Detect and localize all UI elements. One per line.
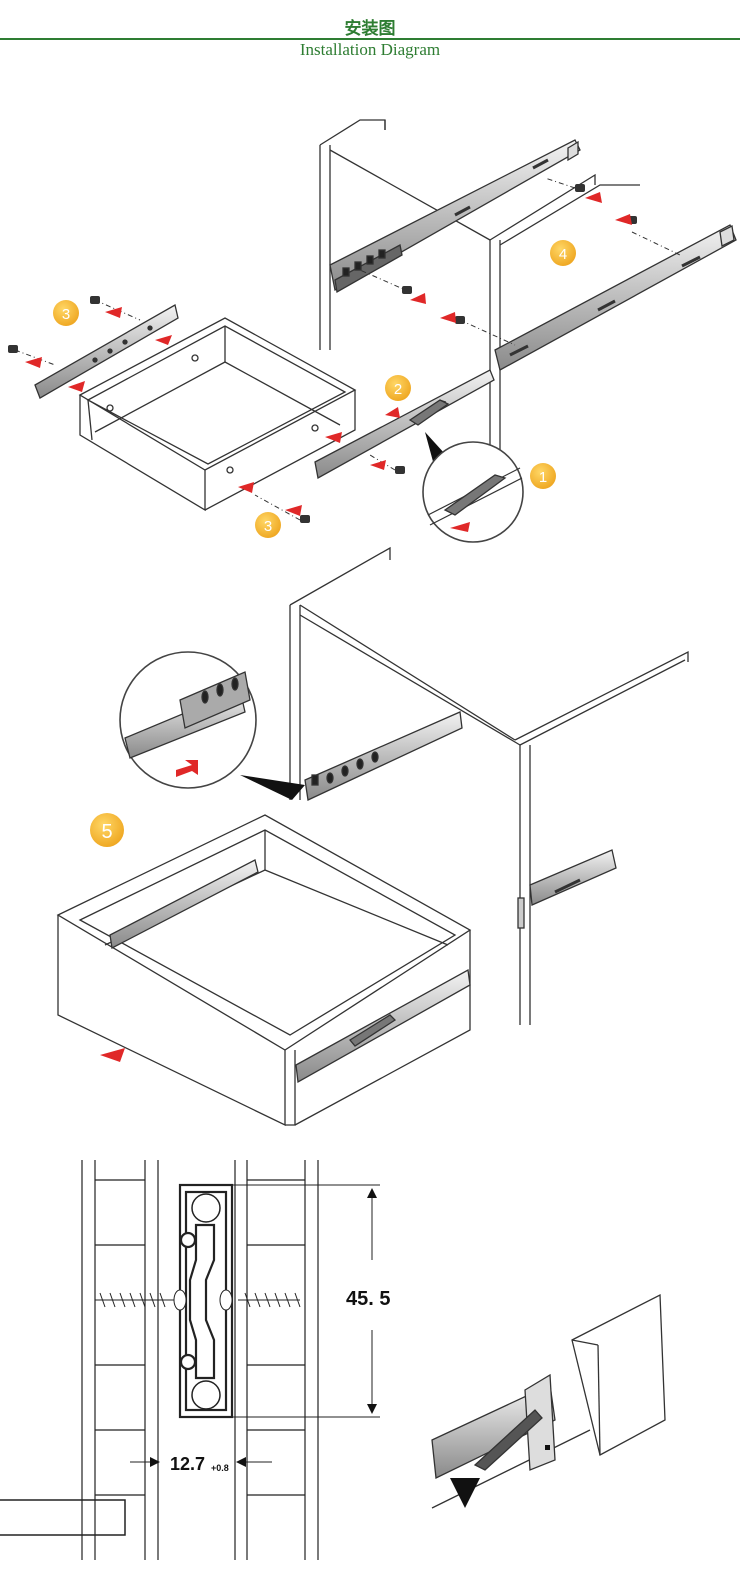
height-dimension xyxy=(232,1184,380,1418)
detail-callout-rail-insert xyxy=(119,651,305,800)
svg-text:3: 3 xyxy=(264,518,272,535)
header: 安装图 Installation Diagram xyxy=(0,0,740,64)
red-arrows xyxy=(25,192,632,516)
width-dimension-label: 12.7 xyxy=(170,1454,205,1474)
mounted-view xyxy=(56,546,689,1127)
cabinet-rail-right xyxy=(494,224,737,371)
detail-callout-release-lever xyxy=(422,432,524,543)
svg-text:4: 4 xyxy=(559,246,567,263)
step-badge-3-bottom: 3 xyxy=(255,512,281,538)
drawer-box xyxy=(78,317,357,512)
title-english: Installation Diagram xyxy=(299,40,441,59)
drawer-rail-left xyxy=(34,304,179,399)
left-wall-hatch xyxy=(81,1160,159,1560)
svg-text:2: 2 xyxy=(394,381,402,398)
drawer-rail-side xyxy=(314,369,495,480)
cross-section xyxy=(0,1160,380,1560)
step-badge-5: 5 xyxy=(90,813,124,847)
step-badge-2: 2 xyxy=(385,375,411,401)
header-rule xyxy=(0,38,740,40)
cabinet-left-panel xyxy=(319,119,491,350)
screw-heads xyxy=(8,184,637,523)
drawer-bottom-profile xyxy=(0,1499,126,1536)
height-dimension-label: 45. 5 xyxy=(346,1288,390,1310)
screws-section xyxy=(95,1289,301,1311)
svg-text:1: 1 xyxy=(539,469,547,486)
drawer-mounted xyxy=(56,814,472,1127)
release-lever-detail xyxy=(431,1293,666,1509)
step-badge-3-left: 3 xyxy=(53,300,79,326)
step-badge-4: 4 xyxy=(550,240,576,266)
width-tolerance-label: +0.8 xyxy=(211,1463,229,1473)
svg-text:5: 5 xyxy=(101,821,112,843)
svg-text:3: 3 xyxy=(62,306,70,323)
right-wall-hatch xyxy=(234,1160,319,1560)
step-badge-1: 1 xyxy=(530,463,556,489)
exploded-view xyxy=(8,119,737,543)
cabinet-rail-top xyxy=(329,139,581,294)
title-chinese: 安装图 xyxy=(344,19,396,39)
rail-profile xyxy=(178,1183,234,1419)
cabinet-rail-mounted xyxy=(304,711,617,929)
